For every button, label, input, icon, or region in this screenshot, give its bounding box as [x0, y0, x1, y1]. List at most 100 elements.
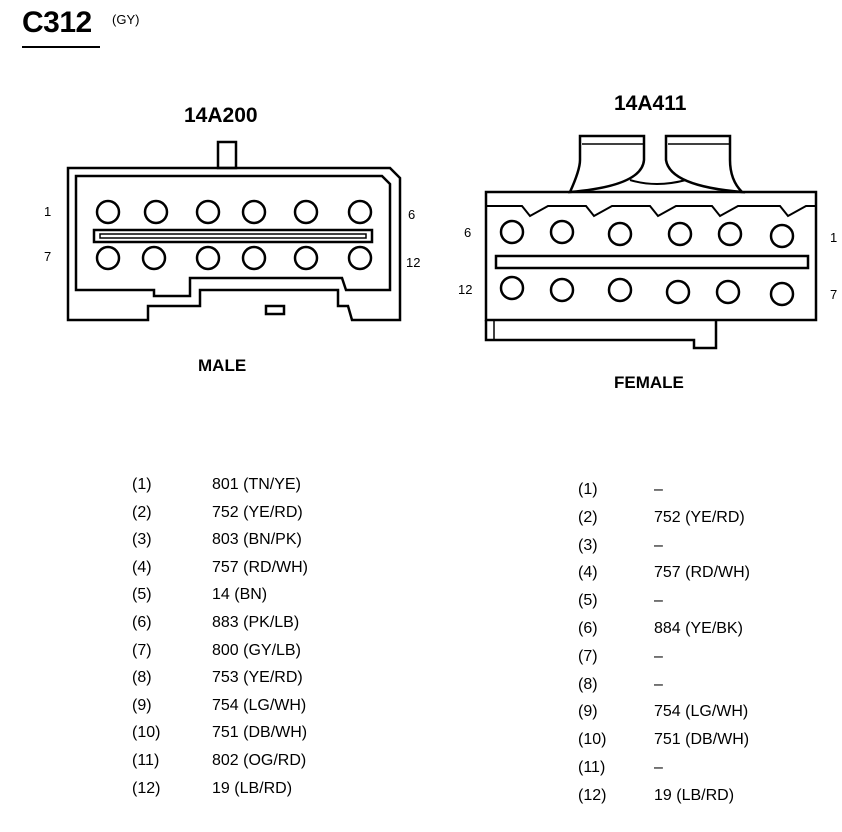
male-pin-5: [293, 199, 319, 225]
male-pin-label-bottom-right: 12: [406, 255, 421, 270]
male-pinout-circuit: 883 (PK/LB): [212, 614, 300, 631]
female-pin-10: [607, 277, 633, 303]
male-pin-3: [195, 199, 221, 225]
female-pinout-pin: (1): [578, 481, 598, 498]
male-pinout-circuit: 752 (YE/RD): [212, 503, 303, 521]
female-pin-2: [717, 221, 743, 247]
female-pin-1: [769, 223, 795, 249]
male-pin-9: [195, 245, 221, 271]
female-top-band: [486, 205, 816, 218]
female-label: FEMALE: [614, 373, 684, 392]
female-pinout-circuit: –: [654, 759, 663, 776]
male-pin-label-bottom-left: 7: [44, 249, 52, 264]
female-pinout-circuit: 757 (RD/WH): [654, 564, 751, 582]
male-housing-outer: [66, 166, 402, 322]
female-pinout-pin: (7): [578, 647, 598, 665]
female-pinout-circuit: 19 (LB/RD): [654, 786, 735, 804]
male-pinout-pin: (1): [132, 476, 152, 493]
female-bottom-step: [484, 320, 718, 350]
male-pinout-pin: (12): [132, 779, 161, 797]
female-pinout-pin: (12): [578, 786, 607, 804]
female-pinout-pin: (9): [578, 703, 598, 721]
female-pin-6: [499, 219, 525, 245]
male-bottom-tab: [264, 304, 286, 316]
female-pinout-circuit: 752 (YE/RD): [654, 508, 745, 526]
male-pinout-table: (1) 801 (TN/YE) (2) 752 (YE/RD) (3) 803 (BN/P…: [132, 476, 352, 806]
male-pinout-pin: (2): [132, 503, 152, 521]
female-pinout-circuit: –: [654, 536, 663, 554]
female-key-bar: [494, 254, 810, 270]
female-pin-7: [769, 281, 795, 307]
female-pin-12: [499, 275, 525, 301]
male-key-bar: [92, 228, 374, 244]
female-pin-label-bottom-right: 7: [830, 287, 838, 302]
male-pin-label-top-left: 1: [44, 204, 52, 219]
female-pin-4: [607, 221, 633, 247]
connector-id: C312: [22, 6, 92, 39]
female-pinout-circuit: –: [654, 481, 663, 498]
male-pinout-pin: (11): [132, 752, 160, 769]
male-pin-1: [95, 199, 121, 225]
male-pinout-circuit: 14 (BN): [212, 586, 268, 604]
male-pin-12: [347, 245, 373, 271]
male-pinout-pin: (3): [132, 531, 152, 549]
male-pinout-circuit: 802 (OG/RD): [212, 752, 307, 769]
male-latch: [216, 140, 238, 170]
male-pinout-circuit: 800 (GY/LB): [212, 641, 301, 659]
male-pinout-circuit: 754 (LG/WH): [212, 696, 307, 714]
male-pinout-pin: (9): [132, 696, 152, 714]
male-pinout-pin: (7): [132, 641, 152, 659]
female-pin-label-top-left: 6: [464, 225, 472, 240]
male-pinout-pin: (6): [132, 614, 152, 631]
female-pinout-circuit: –: [654, 592, 663, 610]
female-pinout-circuit: 884 (YE/BK): [654, 620, 743, 637]
female-pinout-pin: (2): [578, 508, 598, 526]
female-pinout-pin: (11): [578, 759, 606, 776]
female-pinout-pin: (8): [578, 675, 598, 693]
female-pin-9: [665, 279, 691, 305]
connector-color-code: (GY): [112, 12, 140, 27]
male-pinout-circuit: 753 (YE/RD): [212, 669, 303, 687]
female-pin-11: [549, 277, 575, 303]
male-pin-7: [95, 245, 121, 271]
male-label: MALE: [198, 356, 247, 375]
female-pinout-pin: (6): [578, 620, 598, 637]
female-pin-8: [715, 279, 741, 305]
female-pinout-pin: (5): [578, 592, 598, 610]
female-pinout-circuit: –: [654, 647, 663, 665]
male-pinout-circuit: 757 (RD/WH): [212, 558, 309, 576]
male-pin-10: [241, 245, 267, 271]
male-pin-2: [143, 199, 169, 225]
male-pinout-circuit: 751 (DB/WH): [212, 724, 308, 742]
female-pinout-pin: (10): [578, 731, 607, 749]
female-pinout-circuit: –: [654, 675, 663, 693]
female-pin-5: [549, 219, 575, 245]
male-pinout-pin: (5): [132, 586, 152, 604]
female-pin-label-bottom-left: 12: [458, 282, 473, 297]
female-housing: [484, 190, 818, 322]
female-pinout-circuit: 754 (LG/WH): [654, 703, 749, 721]
male-pinout-pin: (10): [132, 724, 161, 742]
male-connector-diagram: [66, 140, 402, 322]
male-part-number: 14A200: [184, 104, 258, 127]
female-part-number: 14A411: [614, 92, 687, 115]
male-pin-4: [241, 199, 267, 225]
female-pinout-circuit: 751 (DB/WH): [654, 731, 750, 749]
male-pin-8: [141, 245, 167, 271]
male-pinout-pin: (4): [132, 558, 152, 576]
female-pin-label-top-right: 1: [830, 230, 838, 245]
male-pin-11: [293, 245, 319, 271]
male-pinout-circuit: 801 (TN/YE): [212, 476, 301, 493]
female-pinout-pin: (3): [578, 536, 598, 554]
male-pinout-circuit: 803 (BN/PK): [212, 531, 302, 549]
male-pinout-circuit: 19 (LB/RD): [212, 779, 293, 797]
male-key-bar-inner: [99, 233, 367, 239]
female-pinout-table: (1) – (2) 752 (YE/RD) (3) – (4) 757 (RD/WH) (5) –…: [578, 481, 798, 811]
male-pin-label-top-right: 6: [408, 207, 416, 222]
female-connector-diagram: [484, 134, 818, 350]
female-pinout-pin: (4): [578, 564, 598, 582]
female-pin-3: [667, 221, 693, 247]
male-pinout-pin: (8): [132, 669, 152, 687]
male-pin-6: [347, 199, 373, 225]
male-housing-inner: [74, 174, 392, 298]
